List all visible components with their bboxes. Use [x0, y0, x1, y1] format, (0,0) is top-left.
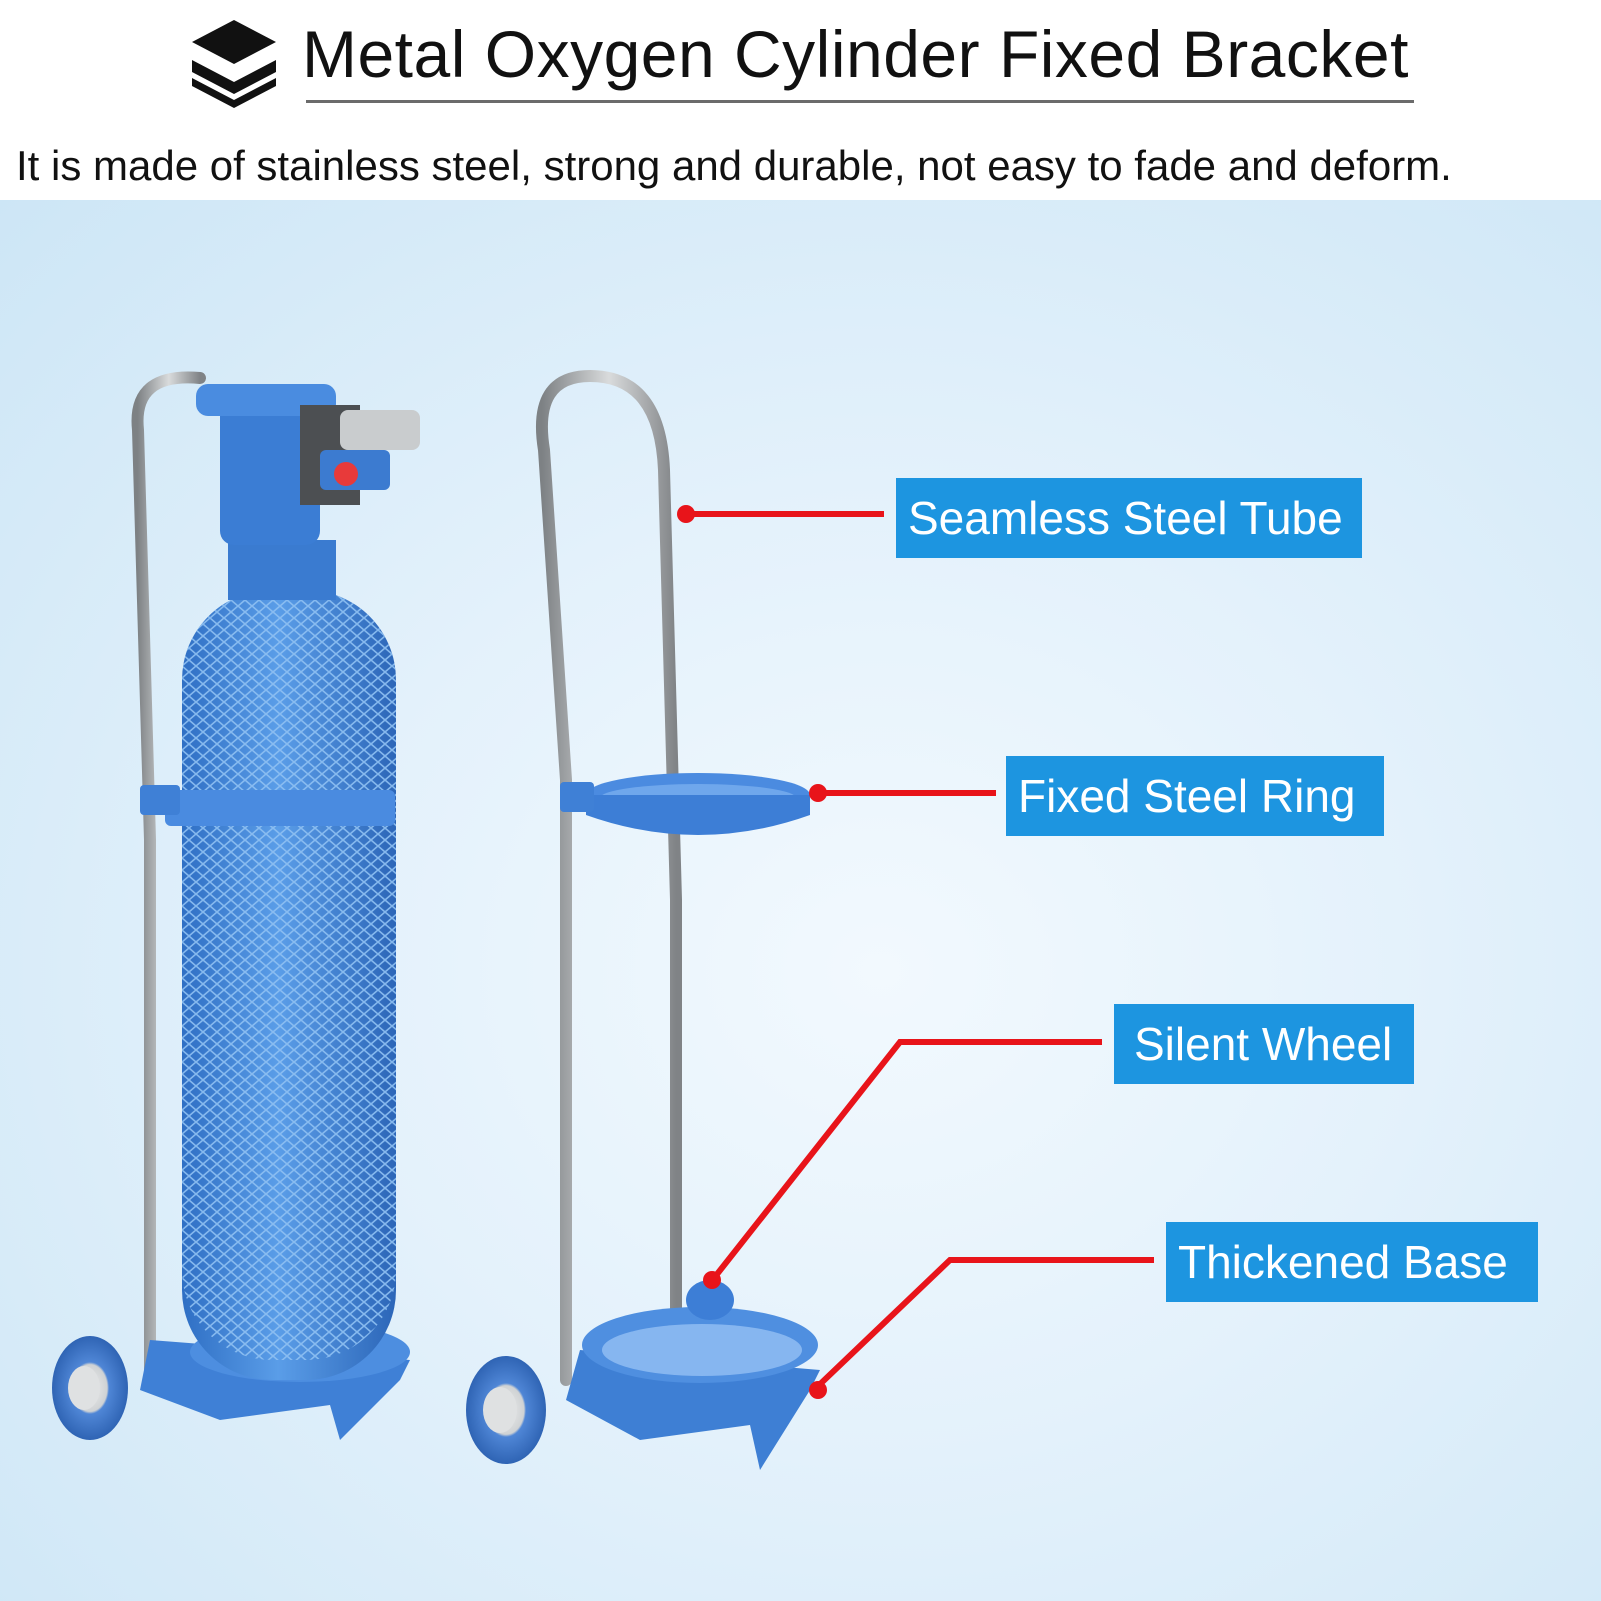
empty-bracket: [466, 369, 820, 1470]
callout-thickened-base: Thickened Base: [1166, 1222, 1538, 1302]
page-title: Metal Oxygen Cylinder Fixed Bracket: [302, 17, 1409, 91]
callout-silent-wheel: Silent Wheel: [1114, 1004, 1414, 1084]
stacked-layers-icon: [192, 20, 276, 108]
page-subtitle: It is made of stainless steel, strong an…: [16, 142, 1452, 189]
product-scene: Seamless Steel Tube Fixed Steel Ring Sil…: [0, 200, 1601, 1601]
cart-with-cylinder: [52, 371, 420, 1440]
product-illustration: [52, 369, 1154, 1470]
callout-leaders: [686, 511, 1154, 1391]
dot-thickened-base: [809, 1381, 827, 1399]
dot-fixed-steel-ring: [809, 784, 827, 802]
dot-silent-wheel: [703, 1271, 721, 1289]
leader-silent-wheel: [711, 1039, 1102, 1280]
title-underline: [306, 100, 1414, 103]
leader-thickened-base: [813, 1257, 1154, 1391]
callout-dots: [677, 505, 827, 1399]
header: Metal Oxygen Cylinder Fixed Bracket It i…: [0, 0, 1601, 200]
callout-seamless-steel-tube: Seamless Steel Tube: [896, 478, 1362, 558]
dot-seamless-steel-tube: [677, 505, 695, 523]
callout-fixed-steel-ring: Fixed Steel Ring: [1006, 756, 1384, 836]
